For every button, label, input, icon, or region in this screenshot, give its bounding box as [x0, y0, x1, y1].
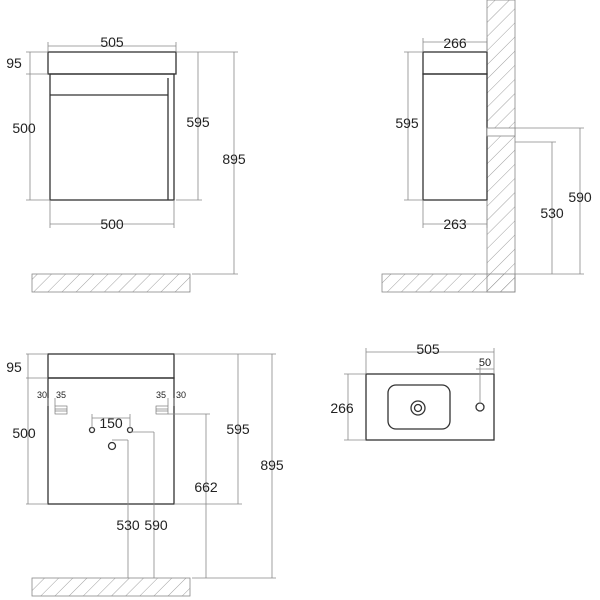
dim-back-right-30: 30 — [176, 390, 186, 400]
dim-back-hole-spacing: 150 — [99, 415, 123, 431]
dim-back-top-height: 95 — [6, 359, 22, 375]
side-drain-pipe — [486, 127, 516, 137]
side-floor — [381, 273, 516, 293]
dim-side-depth-top: 266 — [443, 35, 467, 51]
dim-back-total-height: 895 — [260, 457, 284, 473]
dim-back-left-30: 30 — [37, 390, 47, 400]
back-view: 30 35 35 30 150 95 500 530 590 662 — [6, 353, 284, 597]
side-countertop — [422, 51, 488, 75]
dim-back-height-662: 662 — [194, 479, 218, 495]
back-floor — [31, 577, 191, 597]
dim-front-body-width: 500 — [100, 216, 124, 232]
top-basin-bowl — [387, 384, 451, 430]
dim-top-depth: 266 — [330, 400, 354, 416]
dim-side-drain-530: 530 — [540, 205, 564, 221]
dim-back-left-35: 35 — [56, 390, 66, 400]
side-view: 266 595 263 530 590 — [381, 0, 592, 293]
front-countertop — [47, 51, 177, 75]
top-basin-outline — [365, 373, 495, 441]
dim-front-cabinet-height: 595 — [186, 114, 210, 130]
back-countertop — [47, 353, 175, 379]
side-cabinet-body — [422, 73, 488, 201]
dim-front-top-height: 95 — [6, 55, 22, 71]
back-bracket-left — [54, 405, 68, 415]
dim-back-drain-590: 590 — [144, 517, 168, 533]
dim-back-body-height: 500 — [12, 425, 36, 441]
front-floor — [31, 273, 191, 293]
dim-side-depth-bottom: 263 — [443, 216, 467, 232]
back-drain-hole — [107, 441, 117, 451]
dim-front-width-top: 505 — [100, 34, 124, 50]
back-cabinet-body — [47, 377, 175, 505]
dim-front-body-height: 500 — [12, 120, 36, 136]
back-bracket-right — [155, 405, 169, 415]
dim-side-cabinet-height: 595 — [395, 115, 419, 131]
dim-back-drain-530: 530 — [116, 517, 140, 533]
dim-side-drain-590: 590 — [568, 189, 592, 205]
top-drain-outer — [410, 400, 426, 416]
front-cabinet-body — [49, 73, 175, 201]
dim-back-right-35: 35 — [156, 390, 166, 400]
top-tap-hole — [475, 402, 485, 412]
top-drain-inner — [413, 403, 423, 413]
side-wall — [486, 0, 516, 293]
dim-top-width: 505 — [416, 341, 440, 357]
dim-top-tap-offset: 50 — [479, 357, 491, 369]
front-view: 505 95 500 500 595 895 — [6, 34, 246, 293]
top-view: 505 50 266 — [330, 341, 495, 441]
dim-front-total-height: 895 — [222, 151, 246, 167]
back-water-hole-left — [88, 426, 96, 434]
dim-back-cabinet-height: 595 — [226, 421, 250, 437]
